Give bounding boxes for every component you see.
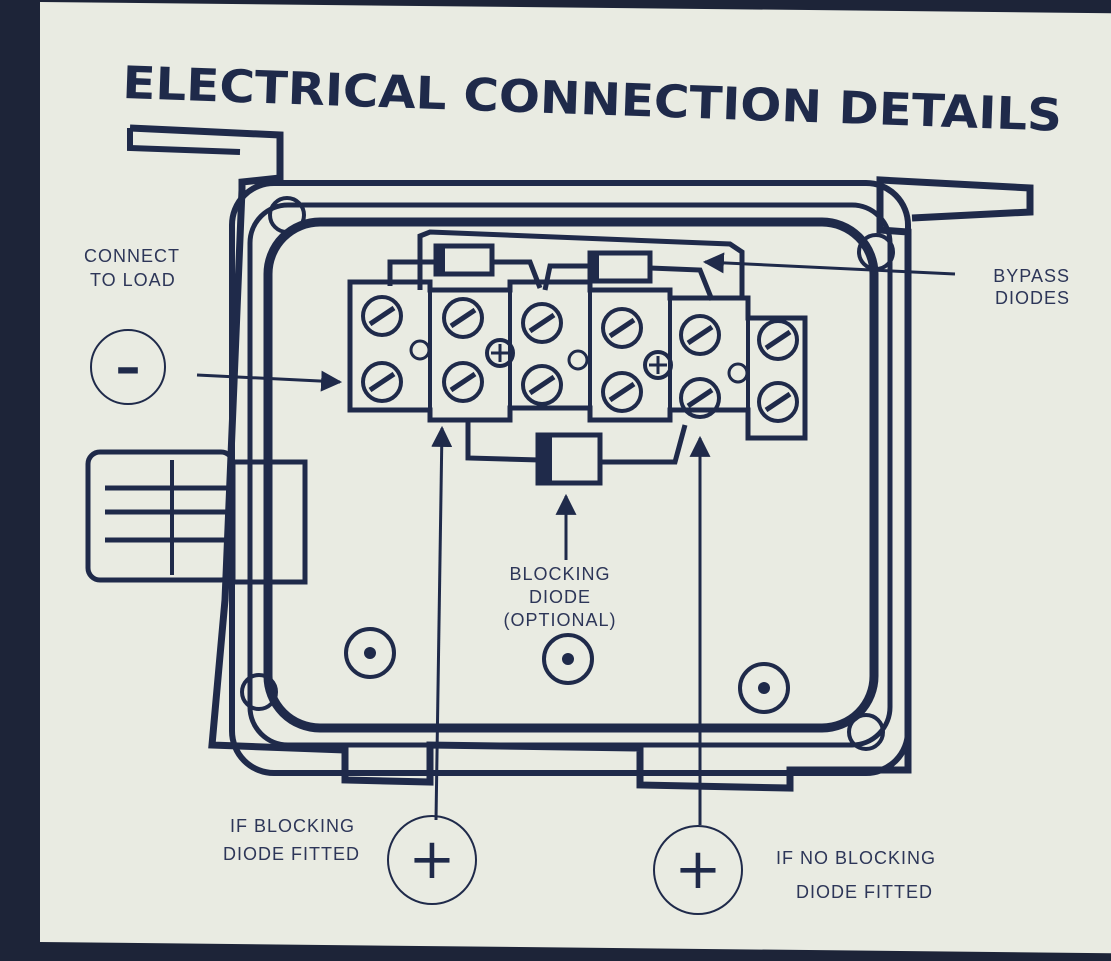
terminal-screw-8 [442,361,484,403]
terminal-screw-10 [601,371,643,413]
bypass-diode-wiring [387,229,745,301]
connect-line-1: CONNECT [84,246,180,266]
label-connect-to-load: CONNECT TO LOAD [84,246,180,290]
phillips-screw-2 [643,350,673,380]
blocking-line-3: (OPTIONAL) [503,610,616,630]
housing-top-left-flange [127,128,241,155]
terminal-hole-1 [409,339,431,361]
label-blocking-diode: BLOCKING DIODE (OPTIONAL) [503,564,616,630]
connect-line-2: TO LOAD [90,270,176,290]
corner-screw-holes [240,196,895,751]
terminal-hole-2 [567,349,589,371]
terminal-screws [361,295,799,423]
positive-terminal-symbol-right: + [653,825,743,915]
bypass-wire-2b [649,265,715,301]
negative-circle [90,329,166,405]
junction-box-housing [127,124,1034,792]
terminal-screw-6 [757,319,799,361]
positive-sign-right: + [675,837,722,902]
negative-sign: – [116,338,141,396]
terminal-screw-3 [521,302,563,344]
screw-hole-bottom-right [847,713,885,751]
arrows [196,252,956,825]
bypass-wire-2a [542,263,590,291]
label-if-no-blocking: IF NO BLOCKING DIODE FITTED [776,848,936,902]
label-bypass-diodes: BYPASS DIODES [993,266,1070,308]
screw-hole-bottom-left [240,673,278,711]
positive-sign-left: + [409,827,456,892]
blocking-line-1: BLOCKING [509,564,610,584]
gland-body [85,449,236,583]
screw-hole-top-left [268,196,306,234]
arrow-bypass-diodes [702,252,956,276]
terminal-screw-9 [521,364,563,406]
mounting-hole-1 [344,627,396,679]
terminal-screw-2 [442,297,484,339]
housing-gasket [263,217,879,733]
mounting-holes [344,627,790,714]
housing-inner-rim [247,202,893,748]
bypass-outer-wire [417,229,745,300]
bypass-diode-1-band [436,246,445,274]
terminal-screw-5 [679,314,721,356]
negative-terminal-symbol: – [90,329,166,405]
diagram-title: ELECTRICAL CONNECTION DETAILS [122,56,1063,142]
terminal-block [347,279,808,441]
if-blocking-line-1: IF BLOCKING [230,816,355,836]
terminal-screw-1 [361,295,403,337]
label-if-blocking: IF BLOCKING DIODE FITTED [223,816,360,864]
if-no-blocking-line-2: DIODE FITTED [796,882,933,902]
blocking-wire-left [465,418,541,463]
terminal-screw-4 [601,307,643,349]
if-blocking-line-2: DIODE FITTED [223,844,360,864]
terminal-screw-7 [361,361,403,403]
positive-terminal-symbol-left: + [387,815,477,905]
blocking-line-2: DIODE [529,587,591,607]
blocking-diode-assembly [465,418,688,486]
terminal-screw-12 [757,381,799,423]
bypass-diode-2-band [590,253,599,281]
positive-circle-right [653,825,743,915]
blocking-wire-right [598,424,688,465]
blocking-diode-band [538,435,552,483]
mounting-hole-2 [542,633,594,685]
if-no-blocking-line-1: IF NO BLOCKING [776,848,936,868]
mounting-hole-3 [738,662,790,714]
positive-circle-left [387,815,477,905]
terminal-screw-11 [679,377,721,419]
arrow-negative-to-block [196,370,343,392]
phillips-screw-1 [485,338,515,368]
cable-gland [85,449,308,585]
gland-nut [230,459,308,585]
arrow-if-blocking [431,425,453,821]
bypass-line-2: DIODES [995,288,1070,308]
bypass-line-1: BYPASS [993,266,1070,286]
bypass-wire-1b [492,259,543,289]
terminal-hole-3 [727,362,749,384]
